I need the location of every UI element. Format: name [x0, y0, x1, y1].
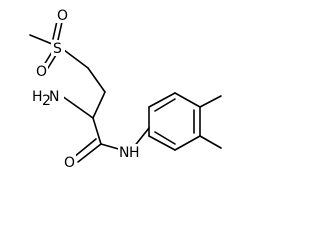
amine-subscript: 2 — [42, 93, 51, 109]
bond-carbonyl-oxygen-2 — [73, 138, 97, 158]
bond-methyl-sulfur — [29, 34, 53, 45]
ring-methyl-bottom — [199, 135, 222, 149]
bond-ch2-calpha — [92, 91, 106, 119]
carbonyl-oxygen-label: O — [64, 155, 75, 171]
ring-bond-5 — [174, 135, 201, 151]
sulfur-bg — [51, 40, 65, 56]
bond-sulfur-ch2 — [63, 49, 89, 69]
amide-n-label: N — [119, 145, 129, 161]
amide-h-label: H — [129, 145, 140, 161]
bond-calpha-nh2 — [61, 95, 94, 119]
bond-carbonyl-oxygen-1 — [77, 143, 102, 163]
molecule-structure: S O O H 2 N O N H — [29, 7, 222, 171]
bond-sulfur-oxygen-bottom-2 — [43, 51, 53, 66]
ring-bond-2 — [148, 92, 176, 108]
amine-h-label: H — [32, 89, 43, 105]
oxygen-bottom-label: O — [36, 64, 47, 80]
ring-bond-3 — [174, 92, 201, 108]
ring-bond-6 — [148, 135, 176, 151]
oxygen-top-label: O — [57, 8, 68, 24]
bond-sulfur-oxygen-top-1 — [57, 21, 63, 41]
sulfur-label: S — [53, 41, 62, 57]
oxygen-bottom-bg — [34, 63, 48, 79]
bond-sulfur-oxygen-top-2 — [52, 20, 58, 40]
amide-nh-bg — [118, 144, 140, 160]
amine-n-label: N — [49, 89, 59, 105]
bond-ch2-ch2 — [87, 67, 106, 93]
amine-bg — [30, 86, 64, 106]
bond-sulfur-oxygen-bottom-1 — [47, 54, 57, 69]
bond-calpha-carbonyl — [92, 117, 102, 145]
ring-inner-bond-3 — [154, 131, 176, 145]
oxygen-top-bg — [55, 7, 69, 23]
ring-inner-bond-1 — [154, 98, 176, 112]
carbonyl-oxygen-bg — [62, 154, 76, 170]
ring-methyl-top — [199, 95, 222, 108]
